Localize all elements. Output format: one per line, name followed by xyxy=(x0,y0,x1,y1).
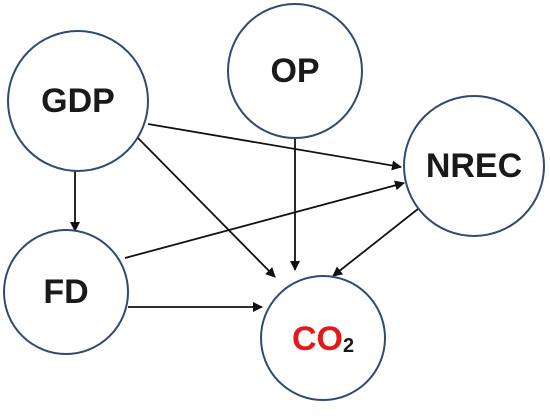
edge-gdp-to-co2 xyxy=(137,137,276,278)
node-nrec: NREC xyxy=(403,95,545,237)
node-gdp-circle xyxy=(7,30,149,172)
node-fd-circle xyxy=(3,229,129,355)
edge-fd-to-nrec xyxy=(124,180,405,259)
node-co2-label-subscript: 2 xyxy=(343,335,354,357)
node-fd: FD xyxy=(3,229,129,355)
node-op: OP xyxy=(227,3,363,139)
edge-nrec-to-co2 xyxy=(332,204,424,277)
node-nrec-circle xyxy=(403,95,545,237)
node-co2-circle xyxy=(260,275,386,401)
edge-gdp-to-nrec xyxy=(147,123,402,171)
edges-layer xyxy=(70,123,424,312)
node-co2-label-main: CO xyxy=(292,320,343,358)
node-nrec-label: NREC xyxy=(426,147,522,185)
node-op-circle xyxy=(227,3,363,139)
node-co2-label: CO2 xyxy=(292,320,354,358)
node-fd-label: FD xyxy=(43,273,88,311)
node-gdp-label: GDP xyxy=(41,82,115,120)
node-co2: CO2 xyxy=(260,275,386,401)
node-op-label: OP xyxy=(270,52,319,90)
